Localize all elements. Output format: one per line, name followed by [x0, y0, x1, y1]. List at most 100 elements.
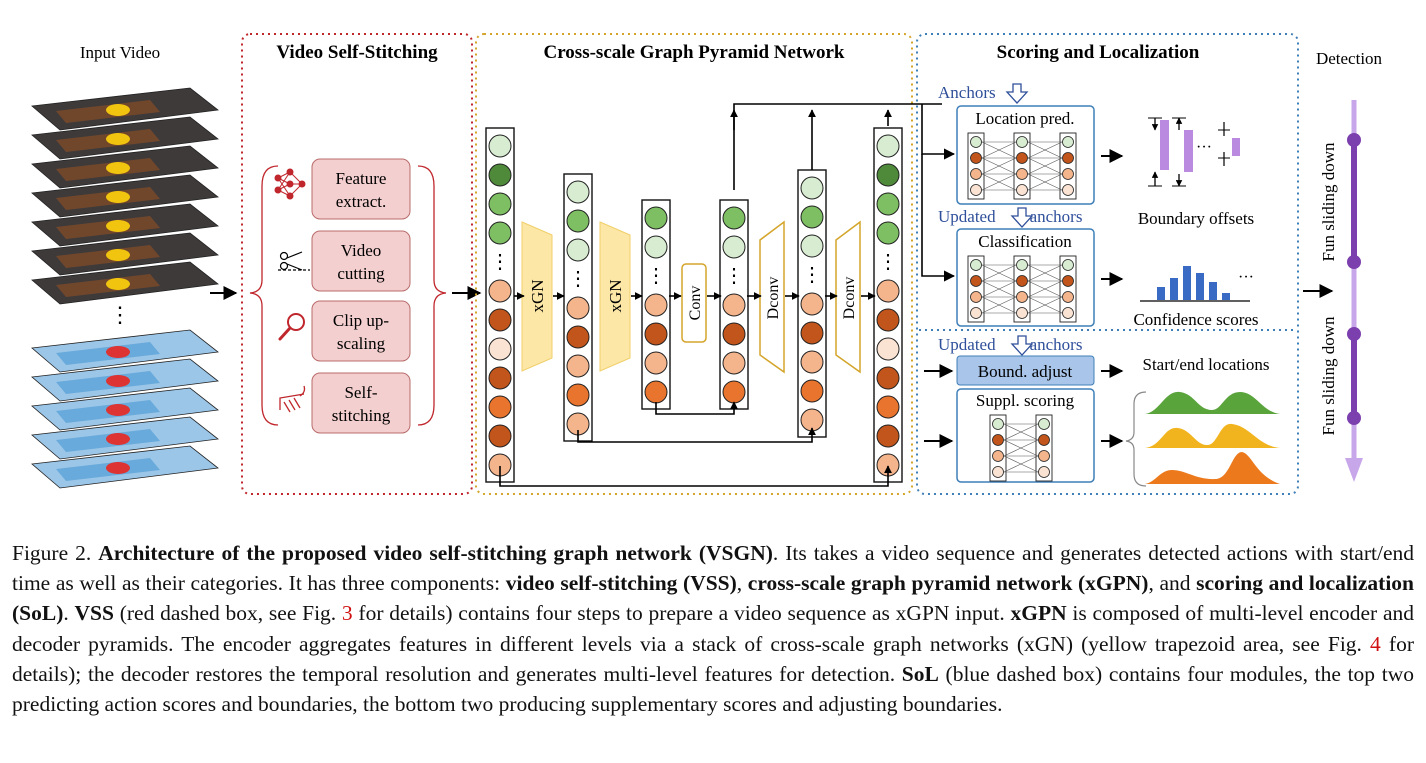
mini-column: [1059, 132, 1077, 200]
video-frame-subject: [106, 404, 130, 416]
graph-node: [488, 163, 512, 187]
feature-extract-line1: Feature: [336, 169, 387, 188]
graph-node: [722, 351, 746, 375]
graph-node: [876, 279, 900, 303]
mini-node: [970, 184, 982, 196]
graph-node: [644, 380, 668, 404]
clip-upscaling-box: [311, 300, 411, 362]
graph-node: [800, 205, 824, 229]
encoder-column-1: [485, 127, 515, 483]
mini-node: [1062, 291, 1074, 303]
boundary-offsets-label: Boundary offsets: [1138, 209, 1254, 228]
mini-node: [992, 434, 1004, 446]
mini-node: [970, 168, 982, 180]
mini-column: [1035, 414, 1053, 482]
score-curve-yellow: [1145, 423, 1280, 448]
confidence-scores-label: Confidence scores: [1133, 310, 1258, 329]
mini-node: [1016, 307, 1028, 319]
anchors-arrow-icon: [1005, 83, 1029, 104]
offsets-ellipsis: ···: [1196, 139, 1212, 156]
graph-node: [876, 395, 900, 419]
suppl-scoring-label: Suppl. scoring: [976, 391, 1075, 410]
caption-bold-1: Architecture of the proposed video self-…: [98, 541, 773, 565]
detection-title: Detection: [1316, 49, 1383, 68]
graph-node: [488, 221, 512, 245]
caption-text-4: , and: [1148, 571, 1197, 596]
graph-node: [566, 354, 590, 378]
score-curve-green: [1145, 391, 1280, 414]
video-frame-stack-top: [31, 87, 219, 305]
graph-node: [800, 350, 824, 374]
vss-left-brace: [249, 165, 279, 426]
score-curve-orange: [1145, 452, 1280, 484]
classification-graph: [967, 255, 1077, 323]
graph-node: [488, 192, 512, 216]
graph-node: [566, 180, 590, 204]
to-location-arrow: [921, 104, 956, 160]
xgn-label-2: xGN: [606, 279, 625, 312]
detection-label-bottom: Fun sliding down: [1319, 316, 1338, 436]
mini-edge: [1003, 455, 1039, 473]
caption-text-6: (red dashed box, see Fig.: [113, 601, 342, 626]
mini-edge: [981, 141, 1017, 159]
caption-text-2: . Its takes a video sequence and generat…: [12, 541, 1414, 596]
segment-1-start: [1347, 133, 1361, 147]
mini-node: [992, 450, 1004, 462]
mini-edge: [1027, 157, 1063, 175]
figure-ref-3-link[interactable]: 3: [341, 601, 353, 626]
mini-node: [1016, 152, 1028, 164]
mini-node: [1062, 152, 1074, 164]
bound-adjust-label: Bound. adjust: [978, 362, 1073, 381]
mini-node: [1062, 168, 1074, 180]
column-dots: ⋮: [568, 268, 588, 290]
conv-label: Conv: [687, 286, 704, 321]
pyramid-node-columns: ⋮⋮⋮⋮⋮⋮: [485, 127, 903, 483]
caption-text-10: (blue dashed box) contains four modules,…: [12, 661, 1414, 717]
offset-bar-3: [1232, 138, 1240, 156]
video-cutting-step: Video cutting: [278, 230, 411, 292]
graph-node: [876, 337, 900, 361]
clip-upscaling-line1: Clip up-: [333, 311, 390, 330]
figure-ref-4-link[interactable]: 4: [1370, 631, 1381, 656]
segment-2-end: [1347, 411, 1361, 425]
vss-title: Video Self-Stitching: [276, 42, 438, 63]
graph-node: [722, 206, 746, 230]
mini-edge: [1027, 141, 1063, 159]
dconv-label-1: Dconv: [765, 277, 782, 320]
self-stitching-line2: stitching: [332, 406, 391, 425]
offset-bar-2: [1184, 130, 1193, 172]
conf-bar-2: [1170, 278, 1178, 300]
offset-bar-1: [1160, 120, 1169, 170]
input-video-label: Input Video: [80, 43, 160, 62]
video-cutting-line2: cutting: [337, 264, 385, 283]
clip-upscaling-line2: scaling: [337, 334, 386, 353]
sol-title: Scoring and Localization: [997, 42, 1200, 63]
timeline-arrowhead: [1345, 458, 1363, 482]
caption-bold-7: SoL: [901, 661, 939, 686]
graph-node: [566, 238, 590, 262]
mini-node: [970, 307, 982, 319]
conf-ellipsis: ···: [1238, 269, 1254, 286]
mini-column: [1013, 132, 1031, 200]
mini-node: [970, 275, 982, 287]
graph-node: [488, 279, 512, 303]
vss-right-brace: [417, 165, 447, 426]
graph-node: [876, 192, 900, 216]
caption-bold-4: scoring and localization (SoL): [12, 571, 1415, 626]
conf-bar-1: [1157, 287, 1165, 300]
location-pred-label: Location pred.: [975, 109, 1074, 128]
mini-node: [1038, 450, 1050, 462]
mini-node: [1038, 418, 1050, 430]
caption-text-5: .: [63, 601, 75, 626]
mini-node: [970, 291, 982, 303]
graph-node: [722, 380, 746, 404]
graph-node: [800, 408, 824, 432]
graph-node: [644, 206, 668, 230]
confidence-bar-chart: ···: [1140, 266, 1254, 302]
caption-bold-5: VSS: [74, 601, 114, 626]
caption-bold-6: xGPN: [1010, 601, 1067, 626]
mini-node: [1062, 307, 1074, 319]
mini-node: [1038, 466, 1050, 478]
graph-node: [488, 337, 512, 361]
